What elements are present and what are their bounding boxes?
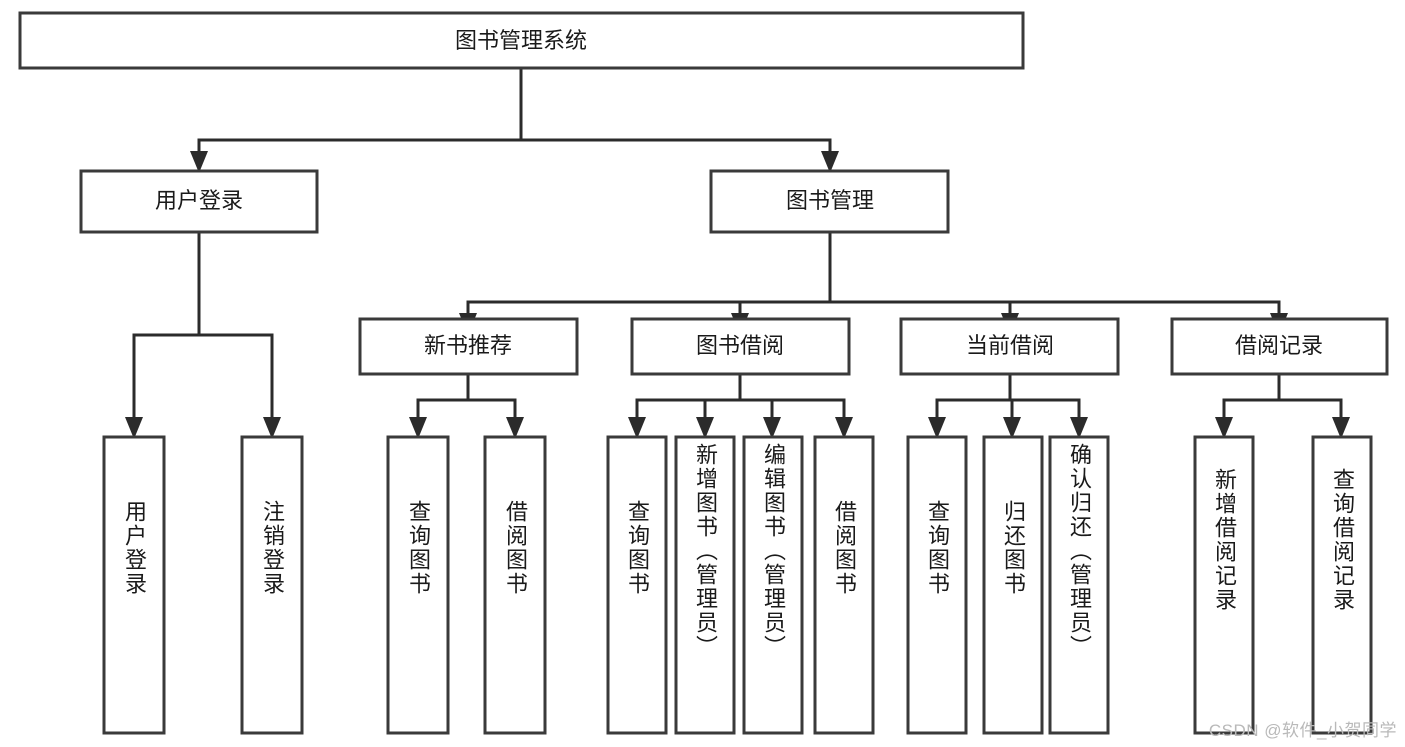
node-current-borrow[interactable]: 当前借阅 (899, 317, 1120, 376)
node-root-book-management-system[interactable]: 图书管理系统 (18, 11, 1025, 70)
node-new-book-recommend[interactable]: 新书推荐 (358, 317, 579, 376)
leaf-node-add-borrow-record[interactable] (1193, 435, 1255, 735)
connector-newbook-to-leaves (409, 372, 524, 439)
leaf-node-query-borrow-record[interactable] (1311, 435, 1373, 735)
leaf-node-edit-book-admin[interactable] (742, 435, 804, 735)
leaf-node-confirm-return-admin[interactable] (1048, 435, 1110, 735)
watermark-text: CSDN @软件_小贺同学 (1208, 721, 1397, 740)
node-current-borrow-label: 当前借阅 (966, 333, 1054, 358)
connector-userlogin-to-leaves (125, 230, 281, 439)
node-user-login-label: 用户登录 (155, 188, 243, 213)
leaf-node-user-login[interactable] (102, 435, 166, 735)
leaf-node-add-book-admin[interactable] (674, 435, 736, 735)
node-book-borrow[interactable]: 图书借阅 (630, 317, 851, 376)
leaf-node-borrow-book[interactable] (813, 435, 875, 735)
node-book-management-label: 图书管理 (786, 188, 874, 213)
leaf-node-return-book[interactable] (982, 435, 1044, 735)
leaf-node-query-book-recommend[interactable] (386, 435, 450, 735)
node-book-borrow-label: 图书借阅 (696, 333, 784, 358)
node-user-login[interactable]: 用户登录 (79, 169, 319, 234)
node-new-book-recommend-label: 新书推荐 (424, 333, 512, 358)
connector-bookmgmt-to-level3 (459, 230, 1288, 335)
node-borrow-record[interactable]: 借阅记录 (1170, 317, 1389, 376)
leaf-node-query-book-current[interactable] (906, 435, 968, 735)
connector-root-to-level2 (190, 66, 839, 173)
connector-currentborrow-to-leaves (928, 372, 1088, 439)
node-root-label: 图书管理系统 (455, 28, 587, 53)
node-book-management[interactable]: 图书管理 (709, 169, 950, 234)
leaf-node-logout[interactable] (240, 435, 304, 735)
leaf-node-borrow-book-recommend[interactable] (483, 435, 547, 735)
connector-borrowrecord-to-leaves (1215, 372, 1350, 439)
connector-bookborrow-to-leaves (628, 372, 853, 439)
leaf-node-query-book-borrow[interactable] (606, 435, 668, 735)
node-borrow-record-label: 借阅记录 (1235, 333, 1323, 358)
